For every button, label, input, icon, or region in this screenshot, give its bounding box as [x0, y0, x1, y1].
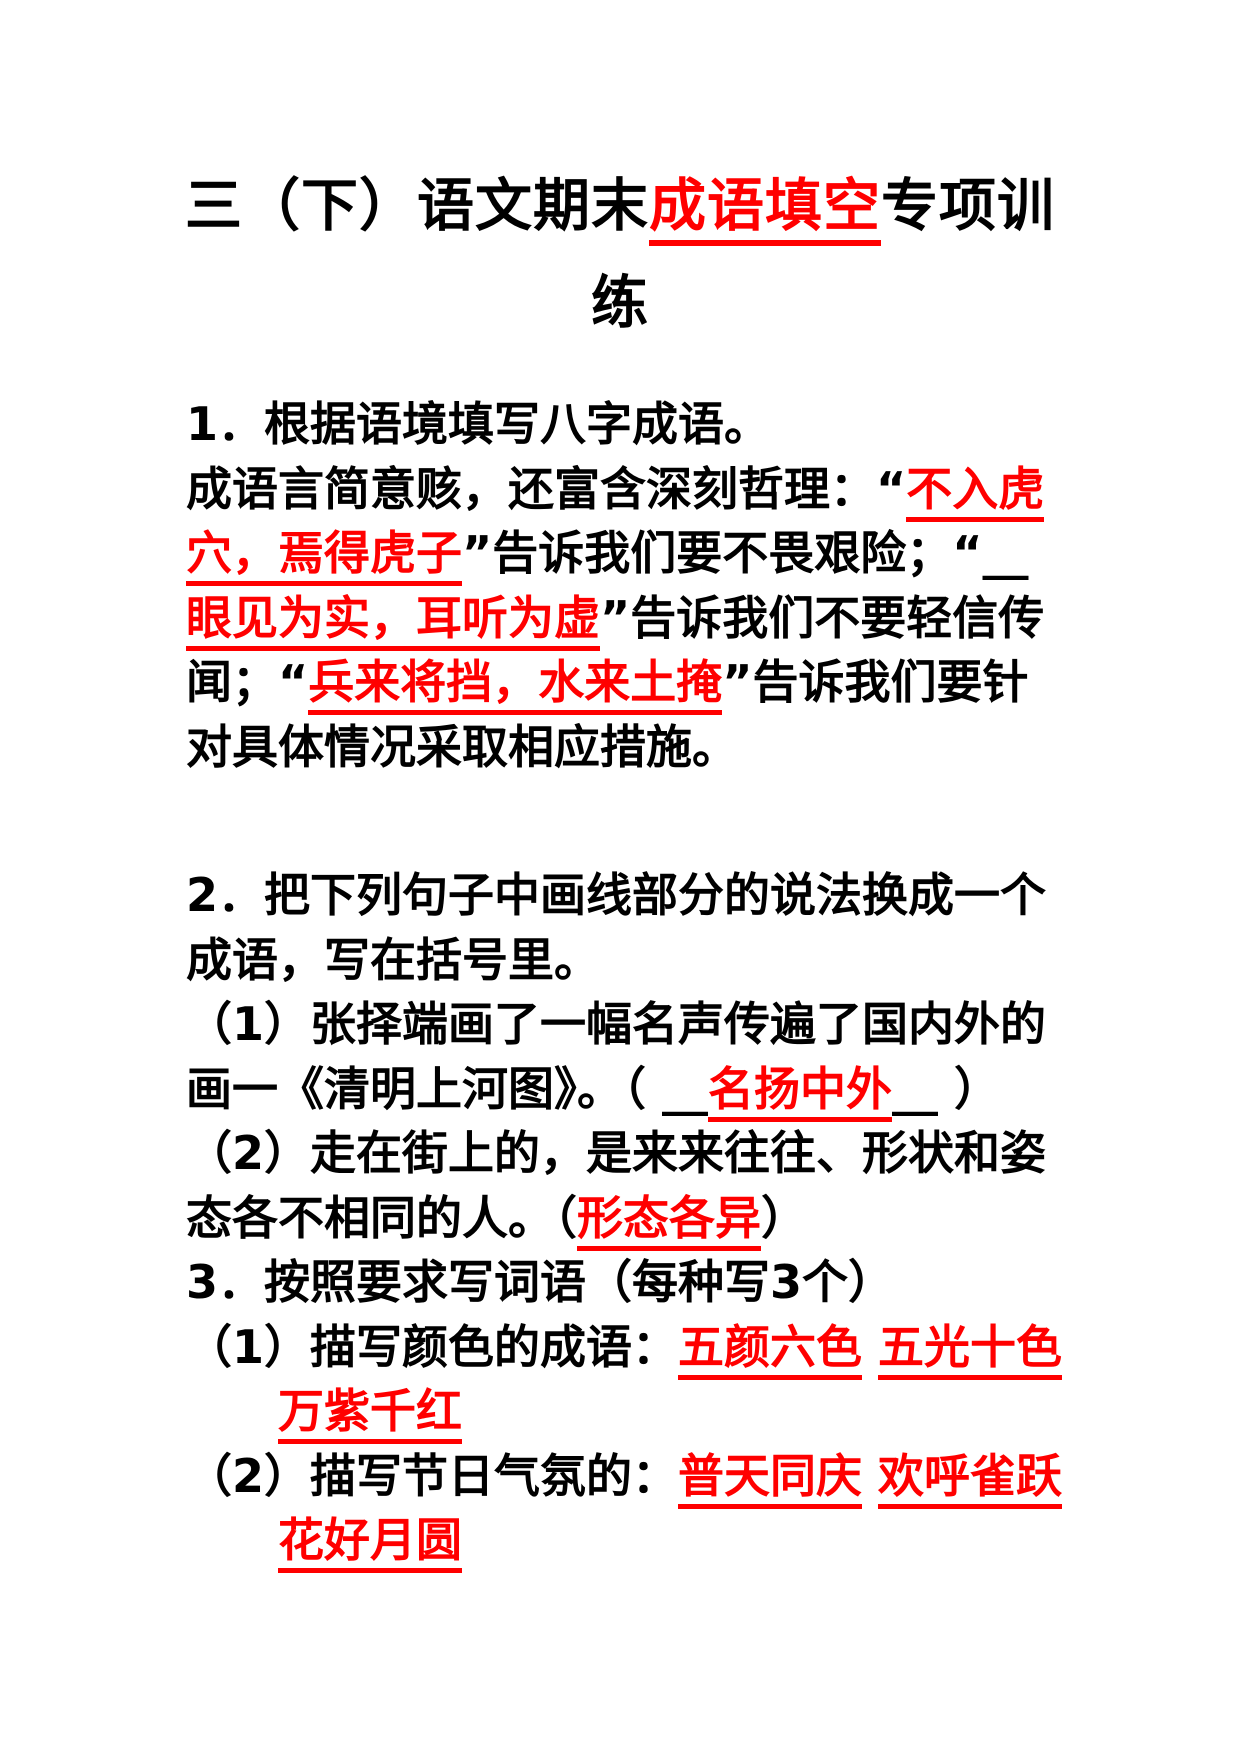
- question-2-item-2-line: 态各不相同的人。（形态各异）: [186, 1186, 1106, 1251]
- answer-text: 穴，焉得虎子: [186, 526, 462, 586]
- question-text: ”告诉我们不要轻信传: [600, 590, 1045, 645]
- blank-underscore: __: [892, 1061, 955, 1116]
- question-1-heading: 1．根据语境填写八字成语。: [186, 392, 1106, 457]
- answer-separator: [862, 1320, 878, 1374]
- answer-text: 形态各异: [577, 1190, 761, 1251]
- answer-text: 不入虎: [906, 461, 1045, 522]
- question-2-heading-line: 2．把下列句子中画线部分的说法换成一个: [186, 863, 1106, 928]
- answer-text: 欢呼雀跃: [878, 1448, 1063, 1509]
- question-1-text-line: 对具体情况采取相应措施。: [186, 715, 1106, 780]
- question-2-heading-line: 成语，写在括号里。: [186, 928, 1106, 993]
- question-3-item-1-line: 万紫千红: [186, 1379, 1106, 1444]
- question-text: ）: [761, 1190, 807, 1245]
- blank-line: [186, 779, 1106, 863]
- question-text: ”告诉我们要不畏艰险；“: [462, 526, 983, 580]
- title-text: 专项训: [881, 173, 1055, 239]
- question-text: 闻；“: [186, 655, 309, 709]
- question-2-item-2-line: （2）走在街上的，是来来往往、形状和姿: [186, 1121, 1106, 1186]
- question-text: 成语，写在括号里。: [186, 932, 600, 987]
- title-text: 三（下）语文期末: [185, 173, 649, 239]
- blank-underscore: __: [982, 526, 1029, 580]
- question-1-text-line: 成语言简意赅，还富含深刻哲理：“不入虎: [186, 457, 1106, 522]
- answer-text: 眼见为实，耳听为虚: [186, 590, 600, 651]
- question-text: 成语言简意赅，还富含深刻哲理：“: [186, 461, 907, 516]
- question-1-text-line: 眼见为实，耳听为虚”告诉我们不要轻信传: [186, 586, 1106, 651]
- blank-underscore: __: [646, 1061, 709, 1116]
- question-text: （1）描写颜色的成语：: [186, 1319, 679, 1374]
- title-line-2: 练: [0, 255, 1240, 352]
- question-text: 3．按照要求写词语（每种写3个）: [186, 1255, 895, 1309]
- answer-text: 五颜六色: [678, 1319, 863, 1380]
- question-text: （1）张择端画了一幅名声传遍了国内外的: [186, 997, 1047, 1051]
- answer-text: 万紫千红: [278, 1384, 462, 1444]
- answer-text: 花好月圆: [278, 1513, 462, 1573]
- question-text: 画一《清明上河图》。（: [186, 1061, 646, 1116]
- title-text: 练: [591, 270, 649, 336]
- question-1-text-line: 闻；“兵来将挡，水来土掩”告诉我们要针: [186, 650, 1106, 715]
- question-text: ”告诉我们要针: [722, 655, 1029, 709]
- question-1-text-line: 穴，焉得虎子”告诉我们要不畏艰险；“__: [186, 521, 1106, 586]
- document-body: 1．根据语境填写八字成语。 成语言简意赅，还富含深刻哲理：“不入虎 穴，焉得虎子…: [186, 392, 1106, 1573]
- question-3-item-1-line: （1）描写颜色的成语：五颜六色 五光十色: [186, 1315, 1106, 1380]
- title-highlight-red: 成语填空: [649, 173, 881, 246]
- question-3-heading: 3．按照要求写词语（每种写3个）: [186, 1250, 1106, 1315]
- question-3-item-2-line: 花好月圆: [186, 1508, 1106, 1573]
- question-text: 1．根据语境填写八字成语。: [186, 397, 771, 451]
- title-line-1: 三（下）语文期末成语填空专项训: [0, 158, 1240, 255]
- answer-text: 五光十色: [878, 1319, 1063, 1380]
- answer-separator: [862, 1449, 878, 1503]
- question-text: 对具体情况采取相应措施。: [186, 719, 738, 774]
- answer-text: 兵来将挡，水来土掩: [308, 655, 723, 715]
- question-text: 2．把下列句子中画线部分的说法换成一个: [186, 868, 1047, 922]
- question-2-item-1-line: 画一《清明上河图》。（ __名扬中外__ ）: [186, 1057, 1106, 1122]
- question-text: （2）走在街上的，是来来往往、形状和姿: [186, 1126, 1047, 1180]
- question-text: （2）描写节日气氛的：: [186, 1448, 679, 1503]
- question-text: 态各不相同的人。（: [186, 1190, 577, 1245]
- question-text: ）: [954, 1061, 1001, 1116]
- answer-text: 名扬中外: [708, 1061, 893, 1122]
- question-3-item-2-line: （2）描写节日气氛的：普天同庆 欢呼雀跃: [186, 1444, 1106, 1509]
- question-2-item-1-line: （1）张择端画了一幅名声传遍了国内外的: [186, 992, 1106, 1057]
- answer-text: 普天同庆: [678, 1448, 863, 1509]
- document-title: 三（下）语文期末成语填空专项训 练: [0, 158, 1240, 352]
